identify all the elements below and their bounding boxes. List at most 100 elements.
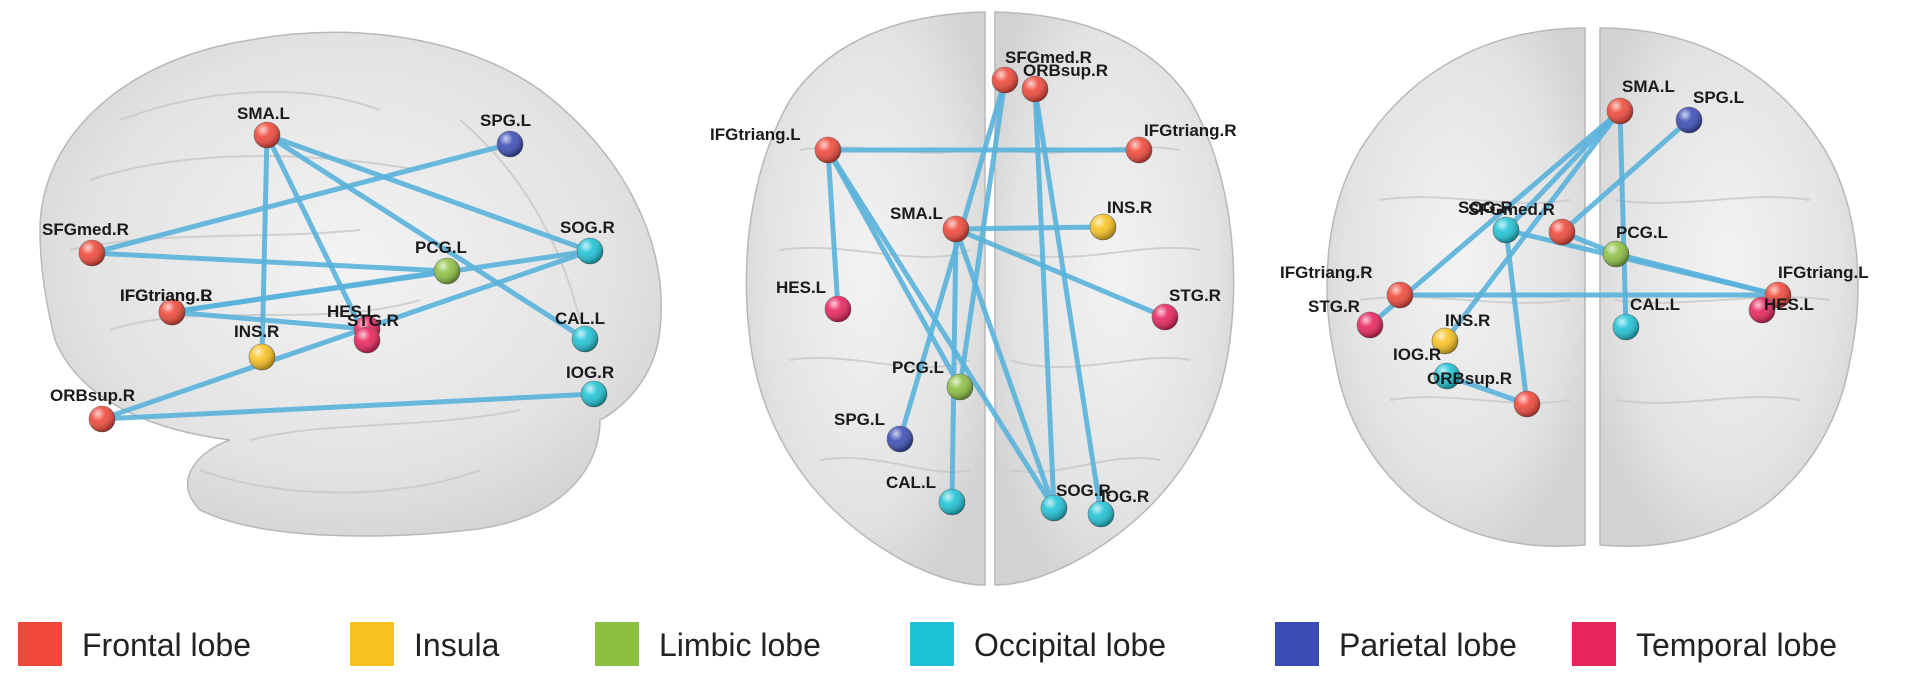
node-axial-SFGmed.R: SFGmed.R	[991, 48, 1092, 94]
legend-item-limbic: Limbic lobe	[595, 622, 821, 666]
legend-swatch	[595, 622, 639, 666]
edge-coronal-ORBsup.R-IOG.R	[1444, 373, 1530, 407]
edge-sagittal-IFGtriang.L-SOG.R	[169, 248, 593, 315]
node-sphere-shading	[1432, 328, 1458, 354]
node-label: SOG.R	[1458, 198, 1513, 217]
node-sphere-shading	[89, 406, 115, 432]
node-label: HES.L	[1764, 295, 1814, 314]
node-label: SFGmed.R	[1468, 200, 1555, 219]
node-sphere-shading	[1434, 363, 1460, 389]
node-sphere-shading	[1041, 495, 1067, 521]
edges-coronal	[1367, 108, 1781, 407]
edge-sagittal-ORBsup.R-SOG.R	[99, 248, 593, 422]
edge-coronal-SFGmed.R-SPG.L	[1559, 117, 1692, 235]
edge-coronal-ORBsup.R-SOG.R	[1503, 227, 1530, 407]
node-sagittal-SFGmed.R: SFGmed.R	[42, 220, 129, 267]
node-sagittal-INS.R: INS.R	[234, 322, 279, 371]
node-label: IFGtriang.R	[1280, 263, 1373, 282]
node-sphere-shading	[947, 374, 973, 400]
node-axial-SPG.L: SPG.L	[834, 410, 914, 453]
node-sphere-shading	[1749, 297, 1775, 323]
node-label: SFGmed.R	[1005, 48, 1092, 67]
node-label: SPG.L	[480, 111, 531, 130]
node-label: SOG.R	[560, 218, 615, 237]
node-sphere-shading	[1088, 501, 1114, 527]
node-label: CAL.L	[555, 309, 605, 328]
node-sagittal-STG.R: STG.R	[347, 311, 399, 354]
node-sphere-shading	[1676, 107, 1702, 133]
node-sphere-shading	[825, 296, 851, 322]
node-axial-SOG.R: SOG.R	[1040, 481, 1111, 522]
node-coronal-IFGtriang.R: IFGtriang.R	[1280, 263, 1414, 309]
node-label: INS.R	[1445, 311, 1490, 330]
node-label: SPG.L	[1693, 88, 1744, 107]
edges-axial	[825, 77, 1168, 517]
node-sphere-shading	[992, 67, 1018, 93]
node-label: CAL.L	[886, 473, 936, 492]
legend-swatch	[1275, 622, 1319, 666]
node-axial-STG.R: STG.R	[1151, 286, 1221, 331]
edge-axial-SMA.L-INS.R	[953, 224, 1106, 232]
node-sphere-shading	[1387, 282, 1413, 308]
edge-sagittal-SFGmed.R-SPG.L	[89, 141, 513, 256]
node-coronal-SMA.L: SMA.L	[1606, 77, 1675, 125]
node-axial-PCG.L: PCG.L	[892, 358, 974, 401]
node-axial-INS.R: INS.R	[1089, 198, 1152, 241]
node-sagittal-SMA.L: SMA.L	[237, 104, 290, 149]
node-label: STG.R	[1169, 286, 1221, 305]
node-sphere-shading	[1493, 217, 1519, 243]
legend-item-parietal: Parietal lobe	[1275, 622, 1517, 666]
node-axial-IOG.R: IOG.R	[1087, 487, 1149, 528]
legend-swatch	[350, 622, 394, 666]
legend-swatch	[910, 622, 954, 666]
edge-coronal-SMA.L-SOG.R	[1503, 108, 1623, 233]
legend-item-occipital: Occipital lobe	[910, 622, 1166, 666]
node-sagittal-CAL.L: CAL.L	[555, 309, 605, 353]
edge-axial-IFGtriang.L-SOG.R	[825, 147, 1057, 511]
legend-item-frontal: Frontal lobe	[18, 622, 251, 666]
node-label: STG.R	[347, 311, 399, 330]
node-label: IFGtriang.L	[120, 286, 211, 305]
node-axial-ORBsup.R: ORBsup.R	[1021, 61, 1108, 103]
node-sphere-shading	[354, 327, 380, 353]
node-label: HES.L	[776, 278, 826, 297]
node-sagittal-SPG.L: SPG.L	[480, 111, 531, 158]
legend-swatch	[1572, 622, 1616, 666]
node-label: SFGmed.R	[42, 220, 129, 239]
node-sagittal-IOG.R: IOG.R	[566, 363, 614, 408]
node-sphere-shading	[1152, 304, 1178, 330]
node-axial-IFGtriang.R: IFGtriang.R	[1125, 121, 1237, 164]
node-label: ORBsup.R	[50, 386, 135, 405]
node-label: SMA.L	[237, 104, 290, 123]
node-label: IFGtriang.L	[1778, 263, 1869, 282]
legend-label: Insula	[414, 627, 500, 663]
edge-axial-SFGmed.R-SPG.L	[897, 77, 1008, 442]
edge-coronal-SMA.L-CAL.L	[1617, 108, 1629, 330]
legend-swatch	[18, 622, 62, 666]
legend-label: Parietal lobe	[1339, 627, 1517, 663]
node-sphere-shading	[1613, 314, 1639, 340]
node-label: INS.R	[1107, 198, 1152, 217]
edge-coronal-IFGtriang.L-SOG.R	[1503, 227, 1781, 298]
node-coronal-PCG.L: PCG.L	[1602, 223, 1668, 268]
lobe-legend: Frontal lobe Insula Limbic lobe Occipital l…	[18, 622, 1837, 666]
node-sphere-shading	[577, 238, 603, 264]
legend-item-temporal: Temporal lobe	[1572, 622, 1837, 666]
node-coronal-IOG.R: IOG.R	[1393, 345, 1461, 390]
edge-sagittal-SMA.L-SOG.R	[264, 132, 593, 254]
edge-sagittal-SFGmed.R-PCG.L	[89, 250, 450, 274]
node-sphere-shading	[434, 258, 460, 284]
legend-label: Frontal lobe	[82, 627, 251, 663]
node-label: SMA.L	[890, 204, 943, 223]
node-label: CAL.L	[1630, 295, 1680, 314]
node-label: SMA.L	[1622, 77, 1675, 96]
node-label: IFGtriang.R	[120, 286, 213, 305]
node-label: IFGtriang.L	[710, 125, 801, 144]
node-label: ORBsup.R	[1427, 369, 1512, 388]
